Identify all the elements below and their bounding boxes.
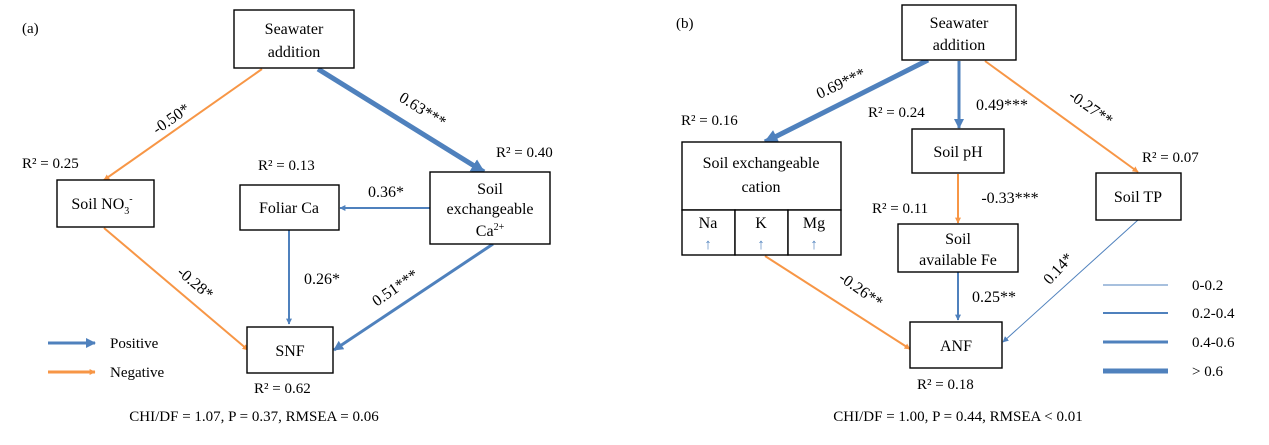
panel-b: (b) 0.69*** 0.49*** -0.27** -0.33*** -0.… bbox=[676, 4, 1235, 425]
coef-b-ph-fe: -0.33*** bbox=[981, 190, 1038, 207]
legend-negative-label: Negative bbox=[110, 365, 164, 381]
r2-a-soil-exch-ca: R² = 0.40 bbox=[496, 145, 553, 161]
svg-text:Seawater: Seawater bbox=[265, 21, 324, 38]
node-b-soil-exch-cation: Soil exchangeable cation Na K Mg ↑ ↑ ↑ bbox=[681, 141, 842, 256]
panel-a-label: (a) bbox=[22, 21, 39, 37]
svg-text:ANF: ANF bbox=[940, 338, 972, 355]
r2-b-anf: R² = 0.18 bbox=[917, 377, 974, 393]
node-a-foliar-ca: Foliar Ca bbox=[239, 184, 340, 231]
r2-b-soil-fe: R² = 0.11 bbox=[872, 201, 928, 217]
svg-text:addition: addition bbox=[933, 37, 985, 54]
coef-b-seawater-ph: 0.49*** bbox=[976, 97, 1028, 114]
path-b-seawater-tp bbox=[984, 60, 1139, 173]
path-a-seawater-no3 bbox=[103, 68, 263, 181]
cation-na-label: Na bbox=[699, 215, 718, 232]
legend-width-2-label: 0.2-0.4 bbox=[1192, 306, 1235, 322]
coef-a-foliarca-snf: 0.26* bbox=[304, 271, 340, 288]
panel-a: (a) -0.50* 0.63*** 0.36* -0.28* 0.26* 0.… bbox=[22, 9, 553, 425]
fit-stats-b: CHI/DF = 1.00, P = 0.44, RMSEA < 0.01 bbox=[833, 409, 1082, 425]
cation-mg-up-icon: ↑ bbox=[810, 237, 818, 253]
node-a-soil-no3: Soil NO3- bbox=[56, 179, 155, 228]
fit-stats-a: CHI/DF = 1.07, P = 0.37, RMSEA = 0.06 bbox=[129, 409, 379, 425]
path-b-tp-anf bbox=[1002, 219, 1139, 343]
node-b-seawater: Seawater addition bbox=[901, 4, 1017, 61]
coef-a-exchca-snf: 0.51*** bbox=[369, 266, 421, 310]
coef-b-seawater-tp: -0.27** bbox=[1066, 87, 1116, 129]
svg-text:Soil exchangeable: Soil exchangeable bbox=[703, 155, 820, 172]
svg-text:addition: addition bbox=[268, 44, 320, 61]
svg-text:Soil: Soil bbox=[945, 231, 971, 248]
coef-a-exchca-foliarca: 0.36* bbox=[368, 184, 404, 201]
path-a-seawater-exchca bbox=[316, 66, 486, 175]
cation-mg-label: Mg bbox=[803, 215, 825, 232]
r2-b-soil-ph: R² = 0.24 bbox=[868, 105, 925, 121]
svg-text:Foliar Ca: Foliar Ca bbox=[259, 200, 319, 217]
cation-k-label: K bbox=[755, 215, 767, 232]
coef-b-tp-anf: 0.14* bbox=[1040, 250, 1077, 288]
coef-b-seawater-cation: 0.69*** bbox=[814, 65, 868, 102]
legend-sign: Positive Negative bbox=[48, 336, 164, 381]
coef-b-fe-anf: 0.25** bbox=[972, 289, 1016, 306]
legend-width: 0-0.2 0.2-0.4 0.4-0.6 > 0.6 bbox=[1103, 278, 1235, 380]
svg-text:Soil pH: Soil pH bbox=[933, 144, 983, 161]
svg-text:Soil TP: Soil TP bbox=[1114, 189, 1162, 206]
svg-text:exchangeable: exchangeable bbox=[446, 201, 533, 218]
cation-k-up-icon: ↑ bbox=[757, 237, 765, 253]
svg-text:SNF: SNF bbox=[275, 343, 304, 360]
svg-text:Soil: Soil bbox=[477, 181, 503, 198]
node-a-snf: SNF bbox=[246, 326, 334, 374]
svg-text:Seawater: Seawater bbox=[930, 15, 989, 32]
coef-a-no3-snf: -0.28* bbox=[174, 264, 217, 304]
panel-b-label: (b) bbox=[676, 16, 694, 32]
legend-positive-label: Positive bbox=[110, 336, 159, 352]
svg-text:Soil NO3-: Soil NO3- bbox=[71, 194, 132, 217]
svg-text:available Fe: available Fe bbox=[919, 252, 997, 269]
legend-width-4-label: > 0.6 bbox=[1192, 364, 1223, 380]
node-b-soil-fe: Soil available Fe bbox=[897, 223, 1019, 273]
r2-a-foliar-ca: R² = 0.13 bbox=[258, 158, 315, 174]
node-b-anf: ANF bbox=[909, 321, 1003, 369]
legend-width-3-label: 0.4-0.6 bbox=[1192, 335, 1235, 351]
path-a-exchca-snf bbox=[333, 242, 494, 352]
r2-a-snf: R² = 0.62 bbox=[254, 381, 311, 397]
node-a-soil-exch-ca: Soil exchangeable Ca2+ bbox=[429, 171, 551, 245]
r2-b-soil-exch-cation: R² = 0.16 bbox=[681, 113, 738, 129]
node-b-soil-tp: Soil TP bbox=[1095, 172, 1182, 221]
svg-text:cation: cation bbox=[741, 179, 780, 196]
cation-na-up-icon: ↑ bbox=[704, 237, 712, 253]
path-b-seawater-cation bbox=[763, 57, 930, 145]
r2-a-soil-no3: R² = 0.25 bbox=[22, 156, 79, 172]
svg-text:Ca2+: Ca2+ bbox=[476, 222, 505, 240]
r2-b-soil-tp: R² = 0.07 bbox=[1142, 150, 1199, 166]
node-a-seawater: Seawater addition bbox=[233, 9, 355, 69]
node-b-soil-ph: Soil pH bbox=[911, 128, 1005, 174]
path-a-no3-snf bbox=[103, 227, 249, 351]
legend-width-1-label: 0-0.2 bbox=[1192, 278, 1223, 294]
path-b-cation-anf bbox=[764, 255, 911, 350]
